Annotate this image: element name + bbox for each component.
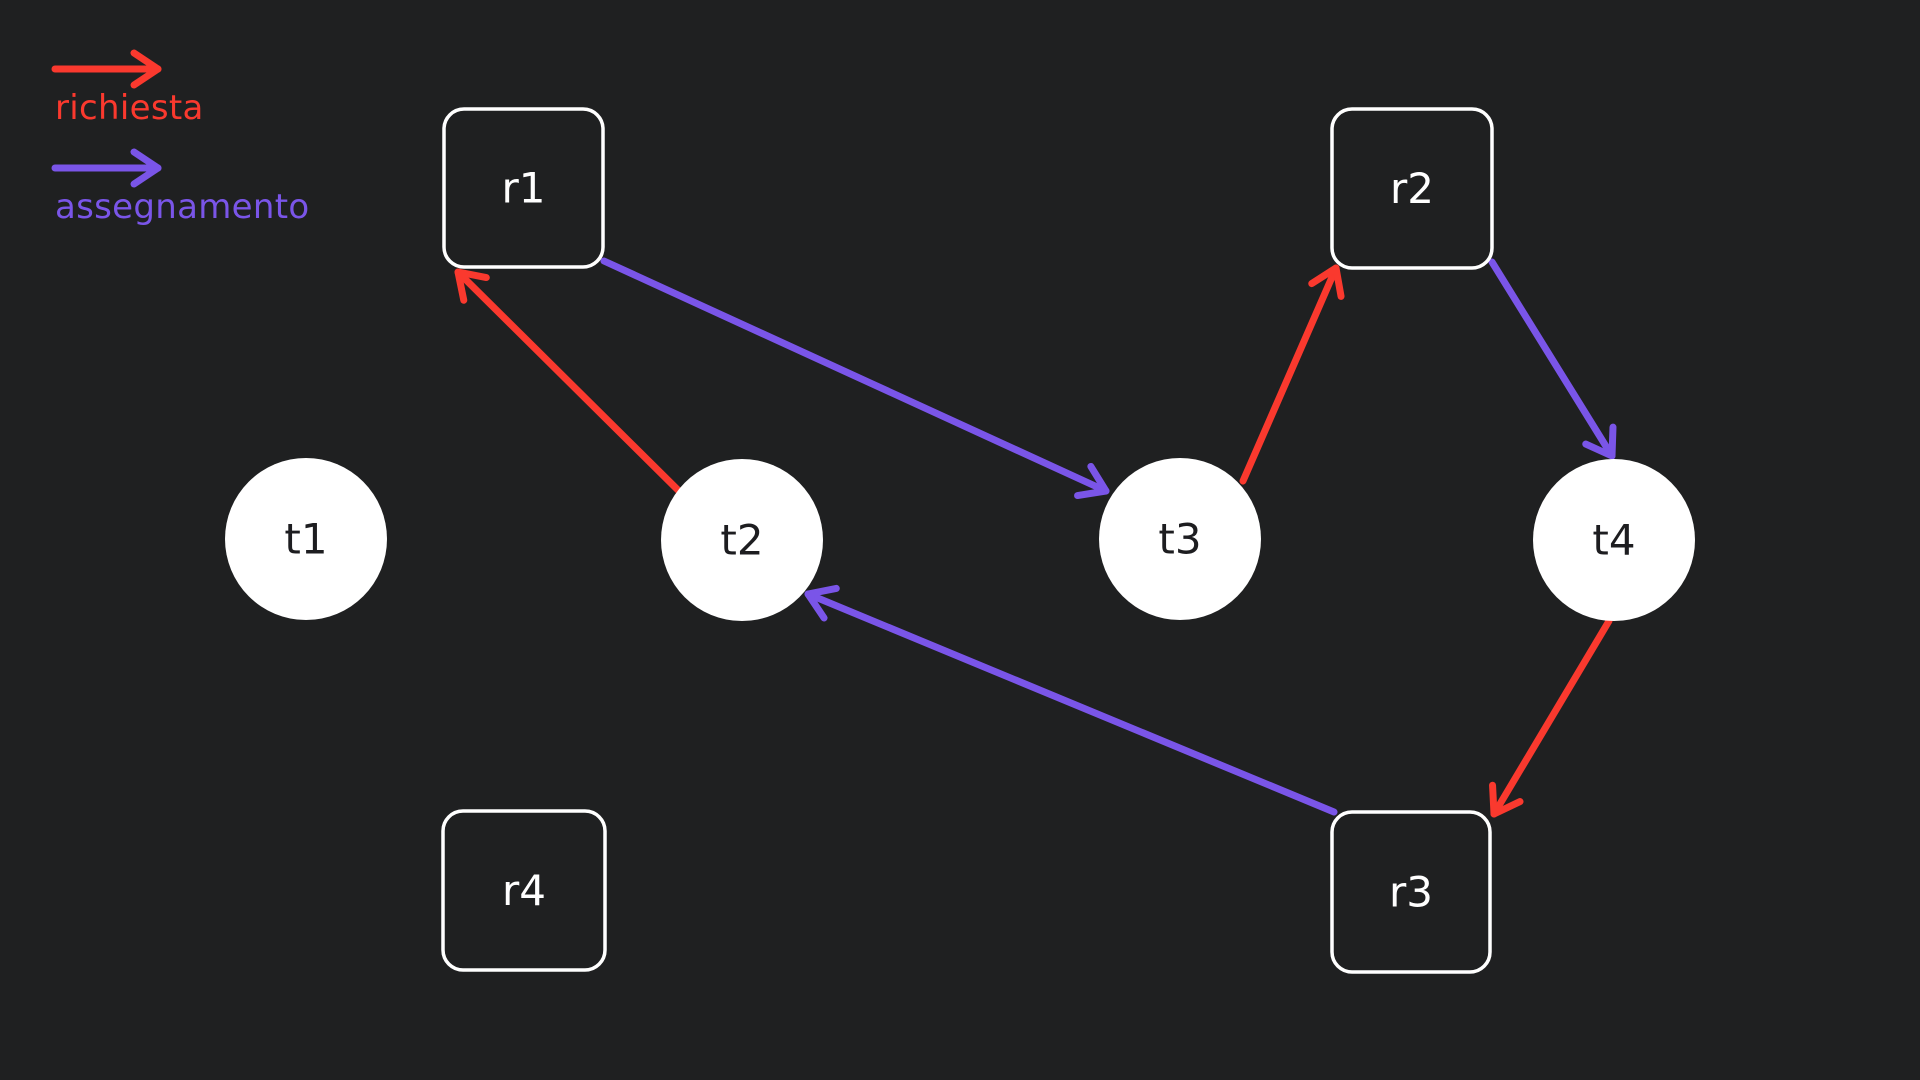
node-t3[interactable] (1099, 458, 1261, 620)
node-label-t2: t2 (720, 516, 763, 565)
node-r2[interactable] (1330, 107, 1494, 270)
node-t4[interactable] (1533, 459, 1695, 621)
node-label-r3: r3 (1389, 868, 1433, 917)
node-r1[interactable] (442, 107, 605, 269)
edge-r3-t2[interactable] (804, 584, 1338, 816)
edge-r2-t4[interactable] (1488, 258, 1617, 460)
node-label-t3: t3 (1158, 515, 1201, 564)
node-r3[interactable] (1330, 810, 1492, 974)
node-t2[interactable] (661, 459, 823, 621)
edge-t3-r2[interactable] (1239, 264, 1345, 485)
legend-label-richiesta[interactable]: richiesta (55, 88, 204, 128)
edge-r1-t3[interactable] (600, 257, 1110, 500)
node-label-r2: r2 (1390, 164, 1434, 213)
node-label-t4: t4 (1592, 516, 1635, 565)
node-t1[interactable] (225, 458, 387, 620)
node-label-r1: r1 (502, 164, 546, 213)
node-label-t1: t1 (284, 515, 327, 564)
edge-t2-r1[interactable] (454, 268, 688, 500)
edge-t4-r3[interactable] (1489, 617, 1613, 818)
node-r4[interactable] (441, 809, 607, 972)
node-label-r4: r4 (502, 866, 546, 915)
legend-label-assegnamento[interactable]: assegnamento (55, 187, 310, 227)
